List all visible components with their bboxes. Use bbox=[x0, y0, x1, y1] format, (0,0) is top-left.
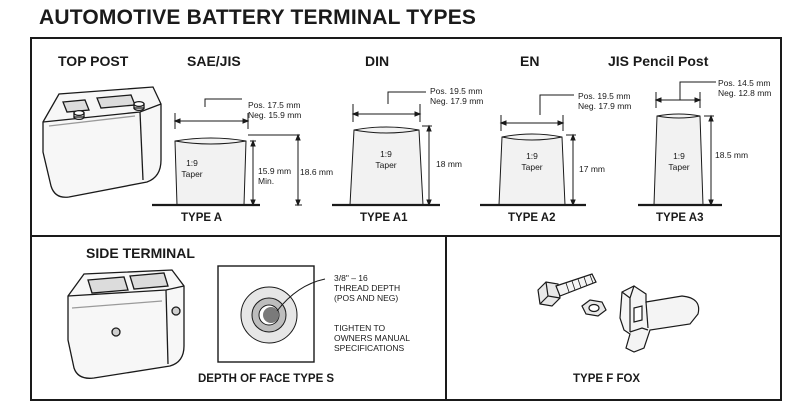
tighten-line-1: TIGHTEN TO bbox=[334, 323, 386, 333]
type-a3-pos: Pos. 14.5 mm bbox=[718, 78, 771, 88]
type-a2-label: TYPE A2 bbox=[508, 212, 556, 224]
type-a3-neg: Neg. 12.8 mm bbox=[718, 88, 772, 98]
type-a2-pos: Pos. 19.5 mm bbox=[578, 91, 631, 101]
divider-vertical bbox=[445, 235, 447, 401]
type-a1-taper-word: Taper bbox=[375, 159, 397, 170]
depth-of-face-caption: DEPTH OF FACE TYPE S bbox=[198, 373, 335, 385]
type-a-taper-ratio: 1:9 bbox=[186, 158, 198, 168]
din-heading: DIN bbox=[365, 53, 390, 69]
type-a3-taper-word: Taper bbox=[668, 161, 690, 172]
type-a1-height: 18 mm bbox=[436, 159, 462, 169]
top-post-battery-illustration bbox=[42, 86, 162, 198]
type-a-min-height: 15.9 mm bbox=[258, 166, 292, 176]
en-heading: EN bbox=[520, 53, 540, 69]
type-a1-label: TYPE A1 bbox=[360, 212, 408, 224]
page-title: AUTOMOTIVE BATTERY TERMINAL TYPES bbox=[39, 6, 477, 29]
type-a1-taper-ratio: 1:9 bbox=[380, 149, 392, 159]
type-a2-taper-ratio: 1:9 bbox=[526, 151, 538, 161]
sae-jis-heading: SAE/JIS bbox=[187, 53, 241, 69]
side-terminal-heading: SIDE TERMINAL bbox=[86, 245, 195, 261]
side-terminal-battery-illustration bbox=[67, 269, 185, 379]
jis-pencil-post-heading: JIS Pencil Post bbox=[608, 53, 709, 69]
type-a3-post-diagram bbox=[638, 81, 722, 207]
type-a1-neg: Neg. 17.9 mm bbox=[430, 96, 484, 106]
type-a3-taper-ratio: 1:9 bbox=[673, 151, 685, 161]
type-a-pos: Pos. 17.5 mm bbox=[248, 100, 301, 110]
tighten-line-2: OWNERS MANUAL bbox=[334, 333, 411, 343]
type-a3-height: 18.5 mm bbox=[715, 150, 749, 160]
thread-depth: THREAD DEPTH bbox=[334, 283, 401, 293]
type-a2-taper: 1:9 Taper bbox=[512, 151, 552, 172]
type-a-label: TYPE A bbox=[181, 212, 223, 224]
type-a2-taper-word: Taper bbox=[521, 161, 543, 172]
type-a1-pos: Pos. 19.5 mm bbox=[430, 86, 483, 96]
divider-horizontal bbox=[32, 235, 780, 237]
tighten-line-3: SPECIFICATIONS bbox=[334, 343, 405, 353]
type-f-fox-caption: TYPE F FOX bbox=[573, 373, 641, 385]
type-a1-post-diagram bbox=[332, 91, 440, 207]
type-a-taper: 1:9 Taper bbox=[172, 158, 212, 179]
type-a2-post-diagram bbox=[480, 94, 586, 207]
thread-pos-neg: (POS AND NEG) bbox=[334, 293, 399, 303]
type-a-min-word: Min. bbox=[258, 176, 275, 186]
type-a-post-diagram bbox=[152, 98, 302, 207]
type-a3-label: TYPE A3 bbox=[656, 212, 704, 224]
type-a1-taper: 1:9 Taper bbox=[366, 149, 406, 170]
type-a-taper-word: Taper bbox=[181, 168, 203, 179]
type-a2-neg: Neg. 17.9 mm bbox=[578, 101, 632, 111]
diagram-frame bbox=[30, 37, 782, 401]
top-post-heading: TOP POST bbox=[58, 53, 129, 69]
type-a-neg: Neg. 15.9 mm bbox=[248, 110, 302, 120]
type-a3-taper: 1:9 Taper bbox=[659, 151, 699, 172]
type-a-height: 18.6 mm bbox=[300, 167, 334, 177]
side-terminal-face-diagram bbox=[217, 265, 326, 363]
type-f-fox-illustration bbox=[537, 273, 700, 353]
thread-size: 3/8" – 16 bbox=[334, 273, 368, 283]
type-a2-height: 17 mm bbox=[579, 164, 605, 174]
